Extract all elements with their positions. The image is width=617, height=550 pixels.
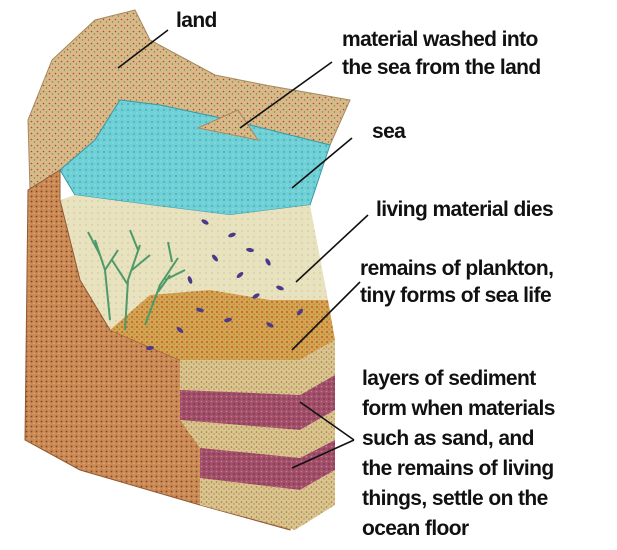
label-sediment-line5: things, settle on the [362,486,548,512]
label-washed-line1: material washed into [342,27,538,53]
label-dies: living material dies [376,197,553,223]
label-land: land [176,8,217,34]
label-sediment-line4: the remains of living [362,456,554,482]
label-plankton-line2: tiny forms of sea life [360,283,551,309]
label-sediment-line3: such as sand, and [362,426,534,452]
label-sediment-line1: layers of sediment [362,366,536,392]
label-sediment-line2: form when materials [362,396,555,422]
label-sea: sea [372,119,405,145]
label-plankton-line1: remains of plankton, [360,256,553,282]
label-washed-line2: the sea from the land [342,55,541,81]
label-sediment-line6: ocean floor [362,516,469,542]
